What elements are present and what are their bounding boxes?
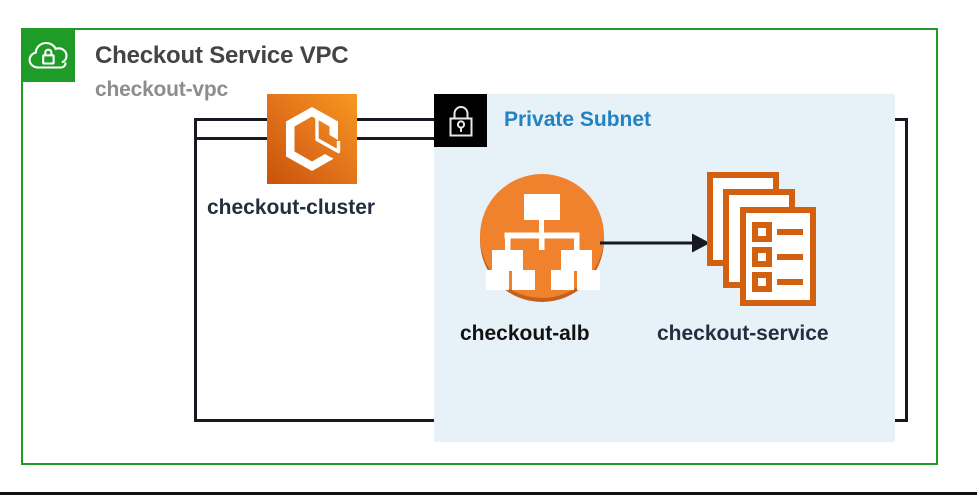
vpc-boundary (21, 28, 938, 465)
service-label: checkout-service (657, 322, 829, 345)
alb-label: checkout-alb (460, 322, 590, 345)
cluster-label: checkout-cluster (207, 196, 376, 219)
vpc-title: Checkout Service VPC (95, 42, 349, 69)
vpc-subtitle: checkout-vpc (95, 78, 228, 101)
ecs-cluster-icon[interactable] (267, 94, 357, 184)
vpc-cloud-lock-icon (21, 28, 75, 82)
bottom-rule (0, 492, 977, 495)
load-balancer-icon[interactable] (478, 172, 606, 304)
padlock-icon (434, 94, 487, 147)
private-subnet-title: Private Subnet (504, 108, 652, 131)
connector-cluster-to-ecs (194, 137, 268, 140)
connector-ecs-to-subnet (356, 137, 435, 140)
arrow-alb-to-service (600, 233, 710, 253)
ecs-service-documents-icon[interactable] (707, 172, 817, 307)
